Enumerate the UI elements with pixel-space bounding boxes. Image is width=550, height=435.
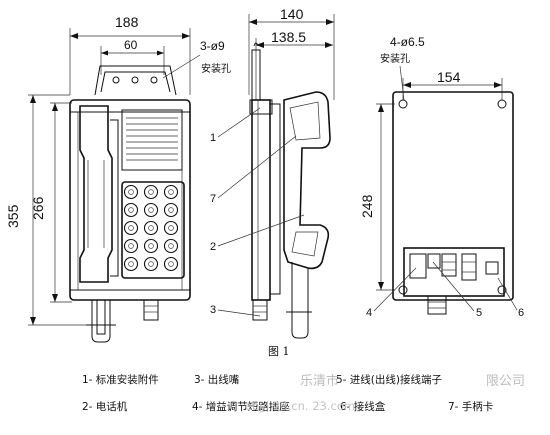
legend-item: 7- 手柄卡 [448, 400, 493, 413]
keypad-key-center [128, 225, 134, 231]
mount-holes-spec: 3-ø9 [200, 39, 225, 53]
dim-hole-spacing: 60 [124, 38, 138, 52]
keypad-key [123, 238, 139, 254]
keypad-key-center [128, 189, 134, 195]
back-holes-label: 安装孔 [380, 52, 410, 65]
keypad-key-center [148, 207, 154, 213]
watermark: 乐清市 限公司 enyi 23.cn. 23.com [245, 373, 525, 413]
watermark-company-tail: 限公司 [486, 374, 525, 389]
keypad-key [163, 202, 179, 218]
callout-6: 6 [518, 307, 524, 319]
speaker-grille [126, 117, 178, 161]
front-view: 188 60 3-ø9 安装孔 355 266 [5, 14, 231, 343]
keypad-key [163, 256, 179, 272]
keypad-key-center [148, 225, 154, 231]
dim-height-body: 266 [30, 196, 46, 220]
callout-2: 2 [210, 241, 216, 253]
callout-3: 3 [210, 304, 216, 316]
watermark-company: 乐清市 [300, 373, 339, 389]
keypad-key-center [128, 243, 134, 249]
dim-side-width: 140 [280, 6, 304, 22]
legend-item: 6- 接线盒 [340, 400, 386, 413]
keypad-key-center [148, 189, 154, 195]
keypad-key [123, 202, 139, 218]
side-view: 140 138.5 [248, 6, 335, 339]
keypad [121, 181, 185, 279]
callout-7: 7 [210, 193, 216, 205]
mount-holes-label: 安装孔 [201, 62, 231, 75]
keypad-key [123, 184, 139, 200]
legend-item: 2- 电话机 [82, 400, 128, 413]
dim-back-spacing: 154 [437, 69, 461, 85]
back-view: 4-ø6.5 安装孔 154 248 [359, 35, 514, 315]
legend-item: 5- 进线(出线)接线端子 [336, 373, 442, 386]
keypad-key-center [168, 243, 174, 249]
callout-5: 5 [476, 307, 482, 319]
legend-item: 4- 增益调节短路插座 [192, 400, 290, 413]
keypad-key [123, 256, 139, 272]
keypad-key-center [128, 207, 134, 213]
callout-4: 4 [366, 307, 372, 319]
dim-height-total: 355 [5, 204, 21, 228]
keypad-key [143, 220, 159, 236]
dim-back-height: 248 [359, 194, 375, 218]
dim-side-body: 138.5 [271, 29, 306, 45]
legend-item: 3- 出线嘴 [194, 373, 240, 386]
keypad-key-center [168, 207, 174, 213]
keypad-key [143, 184, 159, 200]
keypad-key [123, 220, 139, 236]
watermark-url: enyi 23.cn. 23.com [245, 399, 355, 413]
dim-front-width: 188 [115, 14, 139, 30]
keypad-key-center [168, 189, 174, 195]
junction-box [403, 247, 505, 297]
keypad-key [143, 202, 159, 218]
keypad-key-center [168, 225, 174, 231]
legend: 1- 标准安装附件 3- 出线嘴 5- 进线(出线)接线端子 2- 电话机 4-… [82, 373, 493, 413]
keypad-keys [123, 184, 179, 272]
keypad-key [163, 184, 179, 200]
keypad-key-center [148, 243, 154, 249]
keypad-key-center [148, 261, 154, 267]
legend-item: 1- 标准安装附件 [82, 373, 159, 386]
keypad-key [163, 220, 179, 236]
keypad-key-center [168, 261, 174, 267]
back-holes-spec: 4-ø6.5 [390, 35, 425, 49]
figure-caption: 图 1 [268, 345, 290, 358]
keypad-key [163, 238, 179, 254]
keypad-key-center [128, 261, 134, 267]
keypad-key [143, 256, 159, 272]
keypad-key [143, 238, 159, 254]
callout-1: 1 [210, 132, 216, 144]
callouts: 1 7 2 3 4 5 6 [210, 107, 524, 319]
